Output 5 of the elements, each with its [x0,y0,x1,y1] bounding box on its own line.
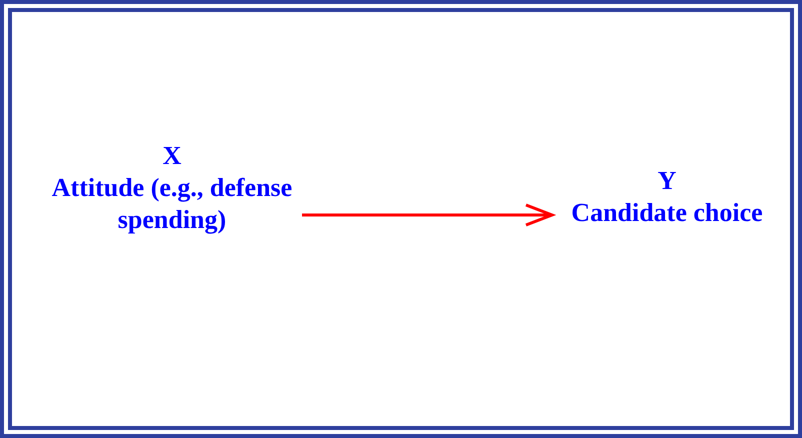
variable-letter: X [162,140,182,172]
variable-letter: Y [658,165,676,197]
variable-label: Attitude (e.g., defense spending) [50,172,294,236]
arrow [302,204,556,226]
variable-label: Candidate choice [571,197,763,229]
